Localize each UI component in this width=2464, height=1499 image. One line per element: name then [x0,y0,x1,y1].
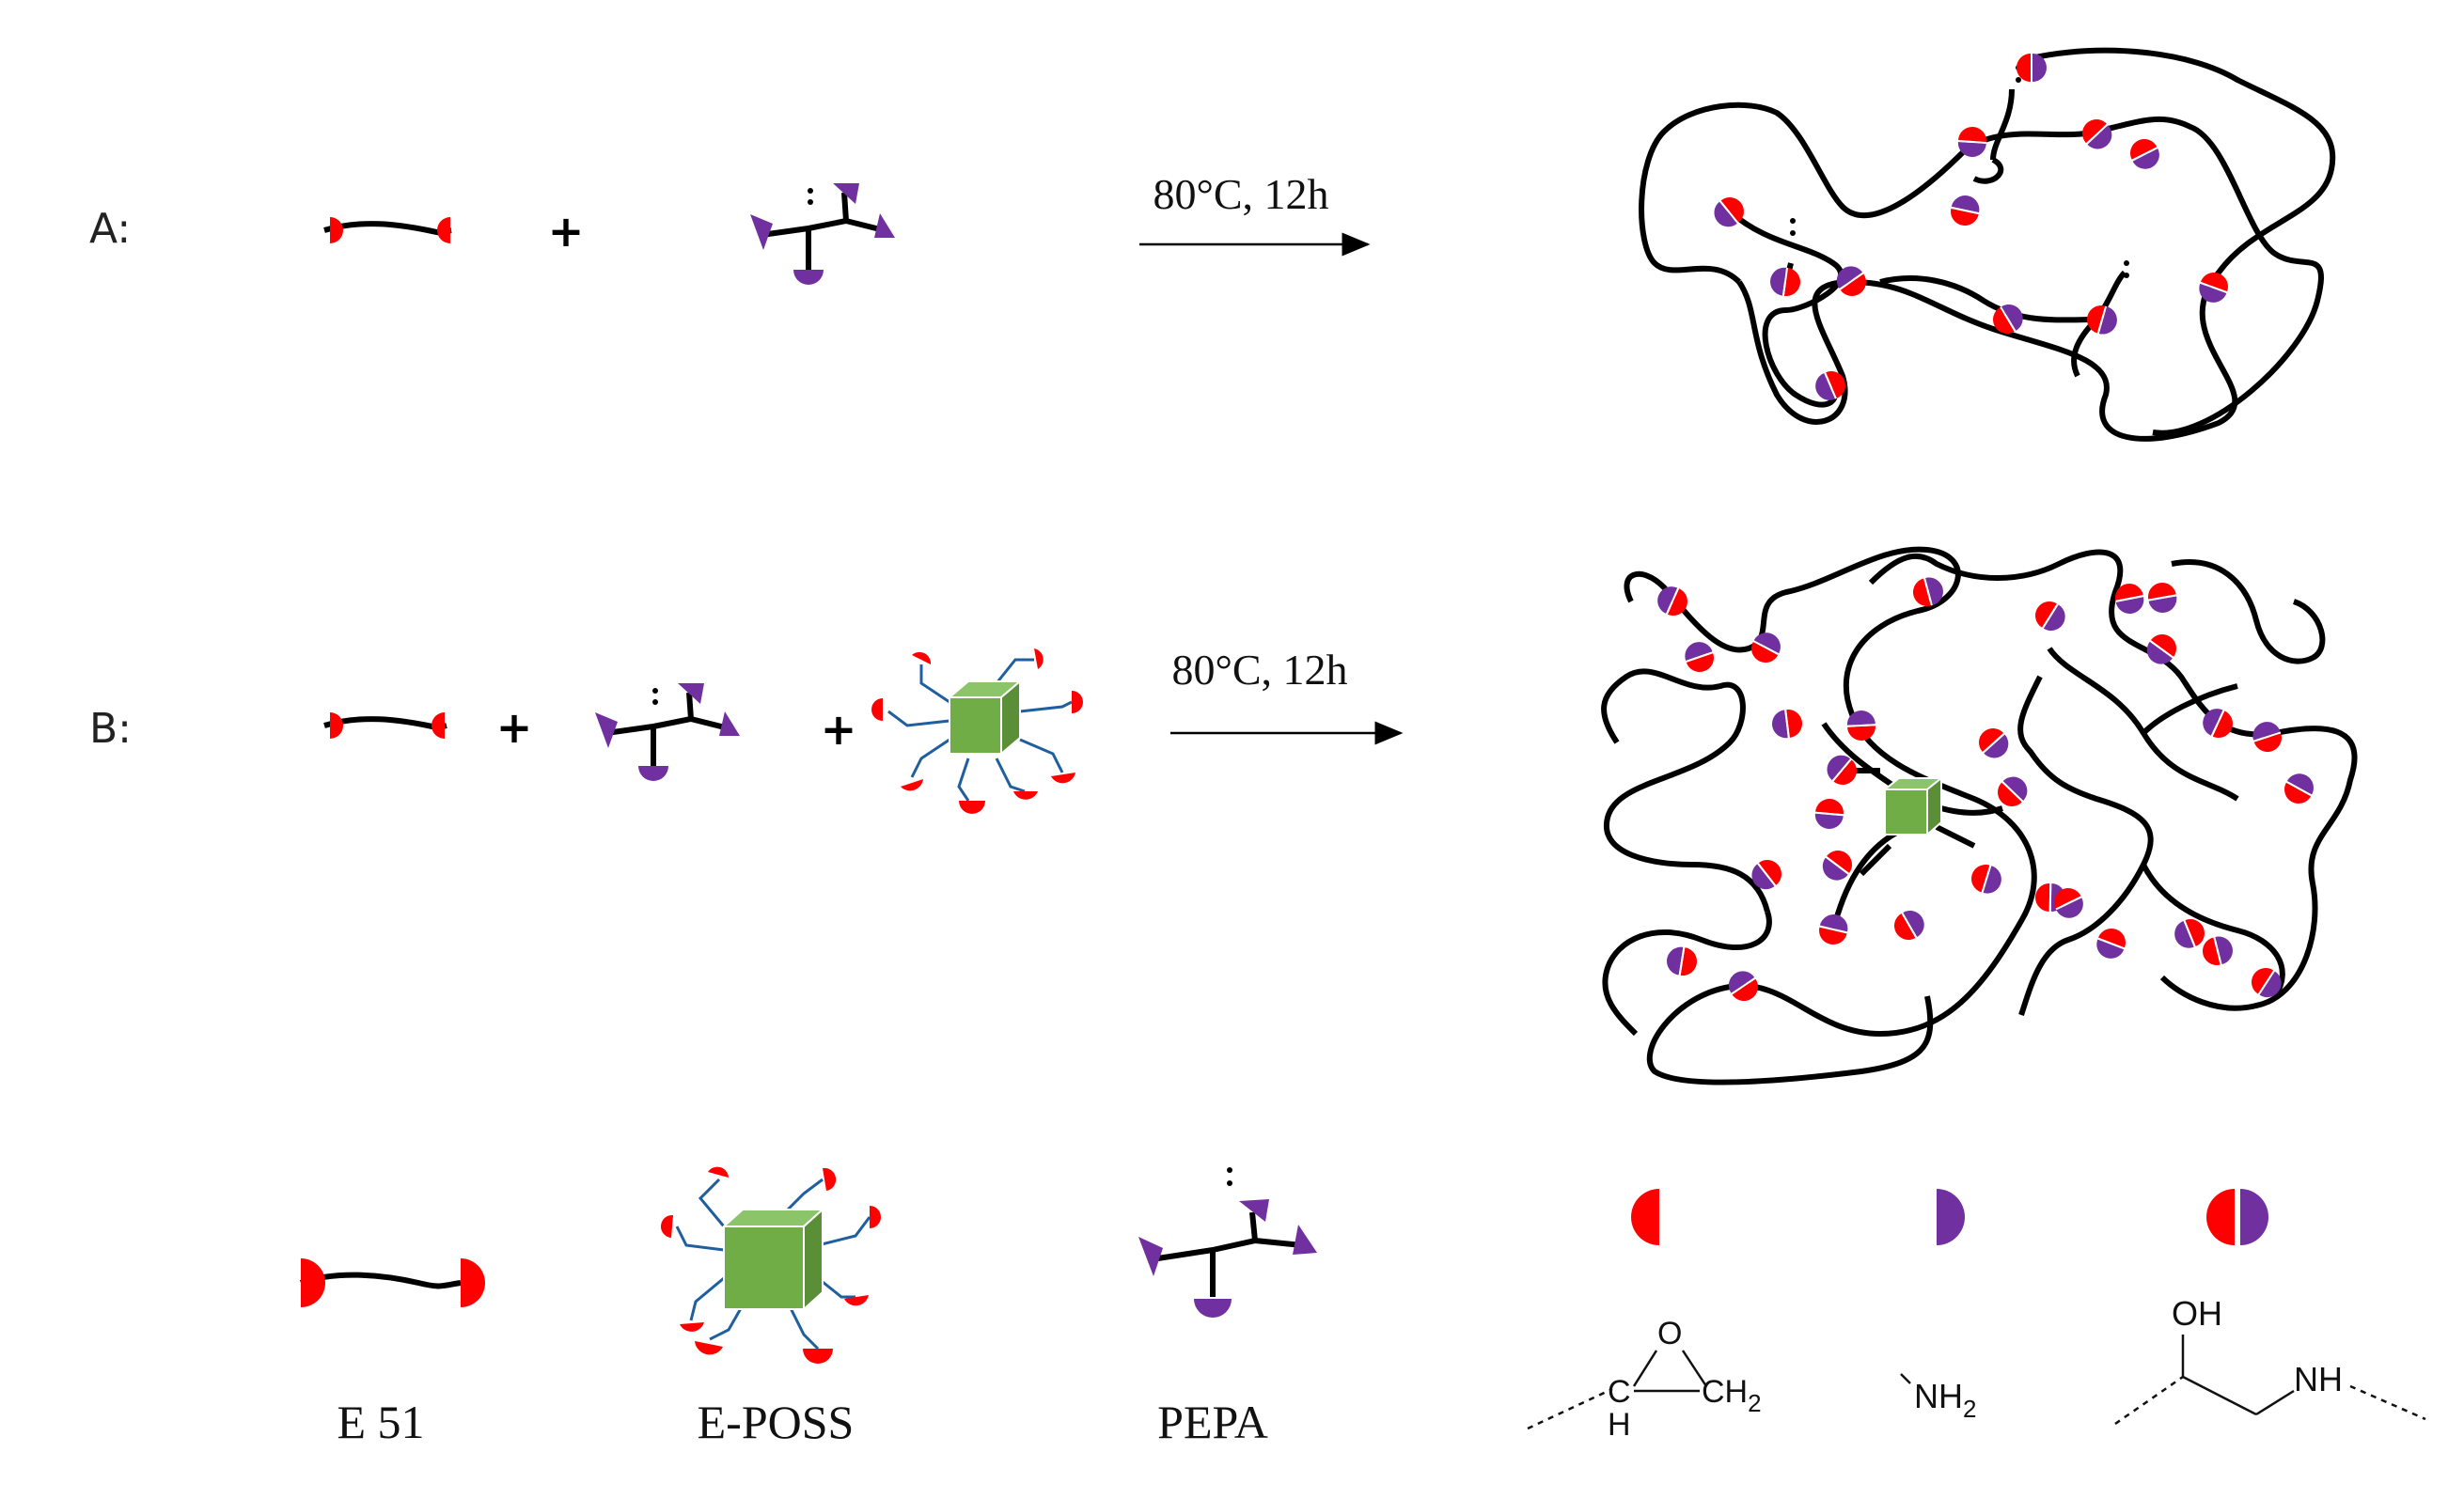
reacted-structure: OH NH [2114,1294,2426,1426]
legend-e-poss-icon [660,1166,881,1364]
epoxide-ch2-label: CH2 [1702,1374,1762,1417]
e-poss-molecule-icon [871,648,1083,814]
reacted-group-circle [2035,601,2065,632]
legend-pepa-name: PEPA [1157,1396,1268,1448]
amine-nh2-label: NH2 [1914,1377,1976,1423]
reacted-group-circle [1657,586,1687,616]
reacted-group-circle [1815,371,1845,400]
row-b: B: + + [89,546,2358,1085]
reacted-group-circle [2087,305,2117,335]
reacted-group-circle [1751,632,1781,663]
reacted-group-circle [1822,851,1852,881]
reacted-group-circle [1827,755,1857,785]
reacted-group-circle [1836,266,1866,296]
plus-sign: + [496,702,533,753]
legend: E 51 [300,1166,2426,1448]
reacted-group-circle [2146,634,2176,664]
reacted-group-circle [2054,888,2083,918]
reacted-group-circle [2199,273,2228,303]
reacted-group-circle [1814,799,1844,829]
network-a-dots [1790,65,2129,278]
crosslinked-network-b [1601,546,2358,1085]
reacted-group-circle [2082,119,2112,149]
legend-e51-name: E 51 [337,1396,424,1448]
crosslinked-network-a [1639,47,2336,442]
reacted-group-circle [2252,722,2282,752]
reacted-group-circle [2252,968,2282,998]
legend-reacted-circle-icon [2206,1189,2268,1245]
legend-e-poss-name: E-POSS [698,1396,855,1448]
reacted-group-circle [2096,929,2126,959]
reacted-group-circle [1993,304,2023,334]
reacted-group-circles [1657,54,2314,1001]
epoxide-c-label: C [1608,1374,1631,1410]
reacted-group-circle [1951,195,1980,226]
epoxide-h-label: H [1608,1407,1631,1443]
reacted-group-circle [1667,946,1697,976]
reacted-group-circle [2017,54,2047,82]
reacted-group-circle [1971,865,2001,894]
reacted-group-circle [1957,127,1986,157]
legend-pepa-icon [1138,1167,1317,1318]
reacted-oh-label: OH [2172,1294,2222,1333]
epoxide-structure: C H O CH2 [1527,1316,1762,1443]
pepa-molecule-icon [750,183,895,285]
legend-e51-icon [300,1258,485,1307]
reacted-group-circle [1772,710,1802,739]
reacted-group-circle [2148,583,2177,613]
reacted-group-circle [2174,919,2205,948]
pepa-molecule-icon [595,683,740,781]
reacted-group-circle [1685,642,1714,672]
reacted-group-circle [1751,860,1781,890]
legend-epoxy-half-circle-icon [1631,1189,1659,1245]
reacted-group-circle [2115,584,2144,614]
plus-sign: + [548,206,585,257]
e51-molecule-icon [323,217,452,243]
reacted-group-circle [1714,197,1744,227]
row-b-label: B: [89,705,132,753]
legend-amine-half-circle-icon [1937,1189,1965,1245]
reacted-group-circle [1979,728,2009,758]
row-a: A: + 80°C, 12h [89,47,2336,442]
e51-molecule-icon [323,712,447,739]
epoxide-o-label: O [1657,1316,1682,1351]
reacted-group-circle [1846,710,1875,741]
reacted-group-circle [2203,936,2233,965]
reaction-condition-a: 80°C, 12h [1153,170,1328,218]
plus-sign: + [821,704,857,755]
reacted-group-circle [2203,709,2233,738]
amine-structure: NH2 [1900,1373,1976,1423]
reaction-condition-b: 80°C, 12h [1171,646,1347,694]
network-b-poss-core [1882,775,1944,837]
reacted-group-circle [1998,776,2028,806]
reacted-group-circle [2284,773,2314,804]
reacted-group-circle [1728,971,1758,1001]
reacted-group-circle [1819,914,1848,945]
row-a-label: A: [89,205,131,253]
reacted-nh-label: NH [2294,1360,2343,1398]
reacted-group-circle [1770,267,1800,296]
reacted-group-circle [1913,577,1943,606]
reacted-group-circle [1894,911,1924,940]
reacted-group-circle [2130,139,2159,169]
